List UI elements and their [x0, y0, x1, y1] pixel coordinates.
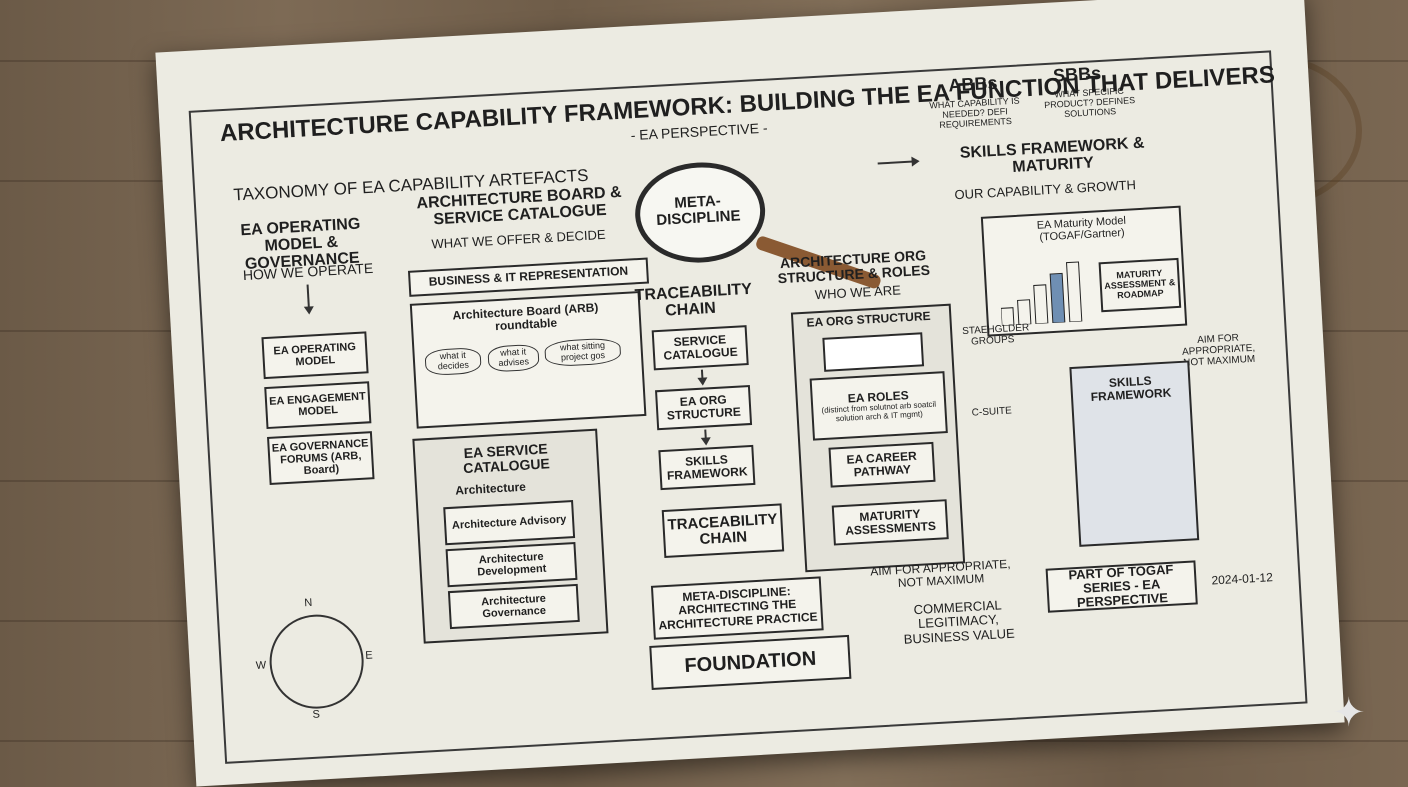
trace-step-1: SERVICE CATALOGUE — [651, 325, 749, 371]
operating-model-item-2: EA ENGAGEMENT MODEL — [264, 381, 372, 430]
maturity-assessment-box: MATURITY ASSESSMENT & ROADMAP — [1098, 257, 1182, 313]
framework-sheet: ARCHITECTURE CAPABILITY FRAMEWORK: BUILD… — [155, 0, 1345, 787]
traceability-heading: TRACEABILITY CHAIN — [634, 280, 753, 320]
series-box: PART OF TOGAF SERIES - EA PERSPECTIVE — [1045, 560, 1198, 613]
career-box: EA CAREER PATHWAY — [828, 441, 936, 488]
service-item-4: Architecture Governance — [447, 583, 580, 630]
meta-label: META-DISCIPLINE — [655, 192, 741, 229]
compass-e: E — [365, 649, 374, 662]
ea-roles-box: EA ROLES (distinct from solutnot arb soa… — [809, 371, 948, 441]
operating-model-item-3: EA GOVERNANCE FORUMS (ARB, Board) — [267, 431, 375, 485]
maturity-bar-chart — [1000, 261, 1083, 326]
sbbs-desc: WHAT SPECIFIC PRODUCT? DEFINES SOLUTIONS — [1043, 85, 1136, 119]
org-chart-icon — [822, 332, 925, 372]
compass-s: S — [312, 708, 321, 721]
service-catalogue-heading: EA SERVICE CATALOGUE — [462, 440, 551, 477]
compass-w: W — [255, 659, 267, 673]
maturity-bar — [1049, 272, 1066, 324]
abbs-desc: WHAT CAPABILITY IS NEEDED? DEFI REQUIREM… — [929, 95, 1020, 130]
maturity-bar — [1033, 284, 1049, 325]
abbs-title: ABBs — [947, 72, 998, 96]
maturity-model-label: EA Maturity Model (TOGAF/Gartner) — [1036, 214, 1127, 244]
maturity-assess-box: MATURITY ASSESSMENTS — [831, 499, 949, 546]
sbbs-title: SBBs — [1052, 62, 1102, 86]
service-item-2: Architecture Advisory — [443, 500, 576, 546]
commercial-label: COMMERCIAL LEGITIMACY, BUSINESS VALUE — [903, 597, 1016, 647]
pedestal-label: SKILLS FRAMEWORK — [1090, 373, 1172, 405]
stakeholders-label: STAEHGLDER GROUPS — [961, 322, 1030, 348]
trace-step-2: EA ORG STRUCTURE — [655, 385, 753, 431]
trace-step-3: SKILLS FRAMEWORK — [658, 444, 756, 491]
compass-n: N — [304, 596, 313, 610]
trace-bottom: TRACEABILITY CHAIN — [661, 503, 785, 559]
sparkle-icon: ✦ — [1332, 691, 1366, 735]
maturity-bar — [1000, 307, 1015, 326]
operating-model-item-1: EA OPERATING MODEL — [261, 331, 369, 380]
meta-discipline-box: META-DISCIPLINE: ARCHITECTING THE ARCHIT… — [650, 576, 824, 640]
skills-pedestal: SKILLS FRAMEWORK — [1069, 360, 1200, 547]
maturity-bar — [1065, 261, 1083, 323]
ea-roles-note: (distinct from solutnot arb soatcil solu… — [821, 399, 937, 423]
roundtable-label: Architecture Board (ARB) roundtable — [452, 300, 599, 334]
csuite-label: C-SUITE — [971, 405, 1013, 419]
maturity-bar — [1017, 299, 1032, 326]
service-item-3: Architecture Development — [445, 541, 578, 588]
